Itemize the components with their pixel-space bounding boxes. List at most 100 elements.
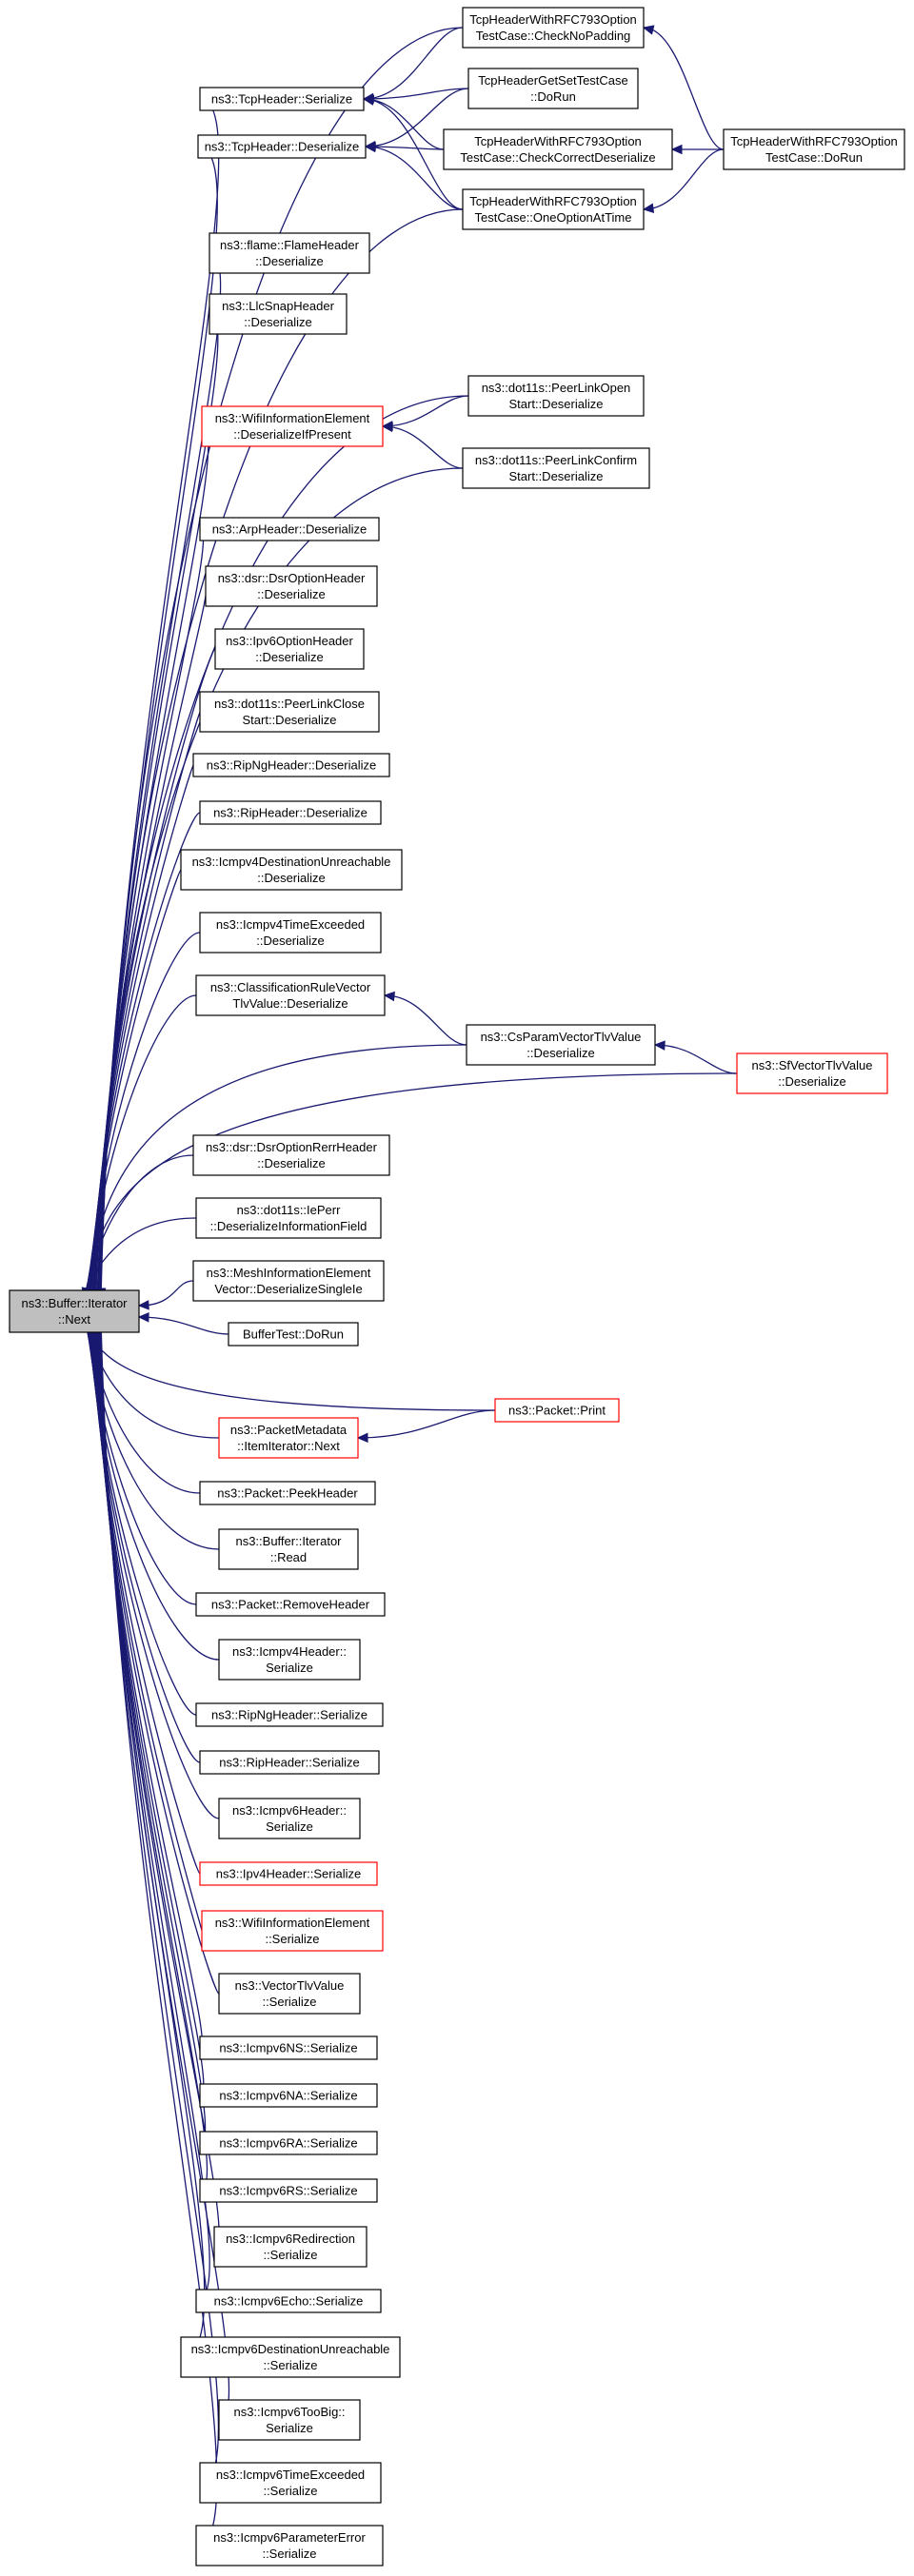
node-label: ns3::Packet::RemoveHeader xyxy=(211,1598,370,1612)
node-tcpheaderwithrfc793option-testcase-checkcorrectdeserialize[interactable]: TcpHeaderWithRFC793OptionTestCase::Check… xyxy=(443,128,673,170)
node-label: ::DeserializeIfPresent xyxy=(233,427,351,442)
node-ns3-llcsnapheader-deserialize[interactable]: ns3::LlcSnapHeader::Deserialize xyxy=(209,293,348,335)
node-ns3-icmpv4destinationunreachable-deserialize[interactable]: ns3::Icmpv4DestinationUnreachable::Deser… xyxy=(180,849,403,891)
node-box xyxy=(195,1197,382,1239)
node-ns3-dsr-dsroptionrerrheader-deserialize[interactable]: ns3::dsr::DsrOptionRerrHeader::Deseriali… xyxy=(192,1134,390,1176)
node-ns3-icmpv6redirection-serialize[interactable]: ns3::Icmpv6Redirection::Serialize xyxy=(213,2226,368,2268)
node-ns3-packetmetadata-itemiterator-next[interactable]: ns3::PacketMetadata::ItemIterator::Next xyxy=(218,1417,359,1459)
node-label: ns3::RipNgHeader::Serialize xyxy=(211,1708,368,1722)
node-ns3-buffer-iterator-read[interactable]: ns3::Buffer::Iterator::Read xyxy=(218,1528,359,1570)
node-tcpheaderwithrfc793option-testcase-oneoptionattime[interactable]: TcpHeaderWithRFC793OptionTestCase::OneOp… xyxy=(462,188,645,230)
node-ns3-icmpv4header-serialize[interactable]: ns3::Icmpv4Header::Serialize xyxy=(218,1639,361,1681)
node-ns3-dsr-dsroptionheader-deserialize[interactable]: ns3::dsr::DsrOptionHeader::Deserialize xyxy=(205,565,378,607)
node-ns3-wifiinformationelement-deserializeifpresent[interactable]: ns3::WifiInformationElement::Deserialize… xyxy=(201,405,384,447)
node-label: ns3::Icmpv4Header:: xyxy=(232,1644,347,1659)
node-ns3-ripngheader-deserialize[interactable]: ns3::RipNgHeader::Deserialize xyxy=(192,753,390,777)
node-box xyxy=(209,293,348,335)
node-ns3-flame-flameheader-deserialize[interactable]: ns3::flame::FlameHeader::Deserialize xyxy=(209,232,370,274)
node-ns3-dot11s-peerlinkclose-start-deserialize[interactable]: ns3::dot11s::PeerLinkCloseStart::Deseria… xyxy=(199,691,380,733)
node-label: ns3::dsr::DsrOptionHeader xyxy=(218,571,366,585)
node-box xyxy=(201,405,384,447)
node-label: ns3::RipHeader::Deserialize xyxy=(213,806,368,820)
node-label: ::Serialize xyxy=(263,2484,317,2498)
node-ns3-icmpv6parametererror-serialize[interactable]: ns3::Icmpv6ParameterError::Serialize xyxy=(195,2525,384,2566)
node-ns3-icmpv6ra-serialize[interactable]: ns3::Icmpv6RA::Serialize xyxy=(199,2131,378,2155)
node-ns3-dot11s-ieperr-deserializeinformationfield[interactable]: ns3::dot11s::IePerr::DeserializeInformat… xyxy=(195,1197,382,1239)
node-ns3-icmpv6toobig-serialize[interactable]: ns3::Icmpv6TooBig::Serialize xyxy=(218,2399,361,2441)
edge-rip_s-to-root xyxy=(88,1316,201,1763)
node-box xyxy=(218,1973,361,2015)
node-ns3-packet-print[interactable]: ns3::Packet::Print xyxy=(494,1398,620,1423)
node-ns3-icmpv6na-serialize[interactable]: ns3::Icmpv6NA::Serialize xyxy=(199,2083,378,2108)
edge-plclose-to-root xyxy=(90,711,201,1299)
node-tcpheaderwithrfc793option-testcase-checknopadding[interactable]: TcpHeaderWithRFC793OptionTestCase::Check… xyxy=(462,7,645,49)
node-label: ns3::Icmpv6DestinationUnreachable xyxy=(191,2342,390,2356)
node-label: TestCase::DoRun xyxy=(765,150,863,165)
node-ns3-csparamvectortlvvalue-deserialize[interactable]: ns3::CsParamVectorTlvValue::Deserialize xyxy=(466,1024,656,1066)
node-ns3-icmpv6timeexceeded-serialize[interactable]: ns3::Icmpv6TimeExceeded::Serialize xyxy=(199,2462,382,2504)
node-buffertest-dorun[interactable]: BufferTest::DoRun xyxy=(228,1322,359,1347)
node-ns3-icmpv6header-serialize[interactable]: ns3::Icmpv6Header::Serialize xyxy=(218,1798,361,1839)
node-box xyxy=(213,2226,368,2268)
node-label: ns3::Icmpv6NA::Serialize xyxy=(219,2089,357,2103)
node-ns3-wifiinformationelement-serialize[interactable]: ns3::WifiInformationElement::Serialize xyxy=(201,1910,384,1952)
node-box xyxy=(494,1398,620,1423)
edge-buftest-to-root xyxy=(138,1316,229,1335)
node-box xyxy=(199,1861,378,1886)
node-label: ::Serialize xyxy=(263,2248,317,2262)
node-label: Start::Deserialize xyxy=(509,469,604,483)
node-ns3-sfvectortlvvalue-deserialize[interactable]: ns3::SfVectorTlvValue::Deserialize xyxy=(736,1052,888,1094)
node-ns3-packet-removeheader[interactable]: ns3::Packet::RemoveHeader xyxy=(195,1592,386,1617)
edge-nopad-to-tcp_ser xyxy=(363,27,464,100)
node-tcpheadergetsettestcase-dorun[interactable]: TcpHeaderGetSetTestCase::DoRun xyxy=(467,68,639,109)
node-ns3-arpheader-deserialize[interactable]: ns3::ArpHeader::Deserialize xyxy=(199,517,380,541)
node-box xyxy=(9,1289,140,1333)
node-ns3-classificationrulevector-tlvvalue-deserialize[interactable]: ns3::ClassificationRuleVectorTlvValue::D… xyxy=(195,974,386,1016)
node-label: ns3::dot11s::PeerLinkClose xyxy=(214,697,365,711)
node-ns3-tcpheader-serialize[interactable]: ns3::TcpHeader::Serialize xyxy=(199,87,365,111)
node-ns3-icmpv6ns-serialize[interactable]: ns3::Icmpv6NS::Serialize xyxy=(199,2035,378,2060)
node-ns3-vectortlvvalue-serialize[interactable]: ns3::VectorTlvValue::Serialize xyxy=(218,1973,361,2015)
arrowhead xyxy=(642,25,655,35)
node-ns3-meshinformationelement-vector-deserializesingleie[interactable]: ns3::MeshInformationElementVector::Deser… xyxy=(192,1260,385,1302)
edge-ripng_s-to-root xyxy=(87,1316,197,1716)
node-label: Start::Deserialize xyxy=(243,713,337,727)
node-label: ns3::PacketMetadata xyxy=(230,1423,348,1437)
node-ns3-icmpv6echo-serialize[interactable]: ns3::Icmpv6Echo::Serialize xyxy=(195,2289,382,2313)
node-label: ns3::WifiInformationElement xyxy=(215,411,370,425)
node-ns3-packet-peekheader[interactable]: ns3::Packet::PeekHeader xyxy=(199,1481,376,1505)
node-box xyxy=(199,2083,378,2108)
node-label: ::Deserialize xyxy=(257,871,326,885)
node-label: ns3::VectorTlvValue xyxy=(235,1978,345,1993)
node-ns3-tcpheader-deserialize[interactable]: ns3::TcpHeader::Deserialize xyxy=(197,134,367,159)
node-ns3-ipv4header-serialize[interactable]: ns3::Ipv4Header::Serialize xyxy=(199,1861,378,1886)
node-ns3-dot11s-peerlinkconfirm-start-deserialize[interactable]: ns3::dot11s::PeerLinkConfirmStart::Deser… xyxy=(462,447,650,489)
edge-oneopt-to-root xyxy=(98,208,464,1299)
node-ns3-ripheader-deserialize[interactable]: ns3::RipHeader::Deserialize xyxy=(199,800,382,825)
node-label: Vector::DeserializeSingleIe xyxy=(214,1282,362,1296)
node-label: ns3::Icmpv6RS::Serialize xyxy=(219,2184,357,2198)
node-ns3-ripngheader-serialize[interactable]: ns3::RipNgHeader::Serialize xyxy=(195,1702,384,1727)
edge-cspv-to-crv xyxy=(384,994,467,1046)
node-box xyxy=(195,1702,384,1727)
node-ns3-dot11s-peerlinkopen-start-deserialize[interactable]: ns3::dot11s::PeerLinkOpenStart::Deserial… xyxy=(467,375,645,417)
node-ns3-icmpv6destinationunreachable-serialize[interactable]: ns3::Icmpv6DestinationUnreachable::Seria… xyxy=(180,2336,401,2378)
node-box xyxy=(199,691,380,733)
node-ns3-ripheader-serialize[interactable]: ns3::RipHeader::Serialize xyxy=(199,1750,380,1775)
node-ns3-icmpv6rs-serialize[interactable]: ns3::Icmpv6RS::Serialize xyxy=(199,2178,378,2203)
node-ns3-ipv6optionheader-deserialize[interactable]: ns3::Ipv6OptionHeader::Deserialize xyxy=(214,628,365,670)
node-ns3-buffer-iterator-next[interactable]: ns3::Buffer::Iterator::Next xyxy=(9,1289,140,1333)
node-label: ::DoRun xyxy=(530,89,576,104)
node-ns3-icmpv4timeexceeded-deserialize[interactable]: ns3::Icmpv4TimeExceeded::Deserialize xyxy=(199,912,382,954)
node-box xyxy=(192,753,390,777)
node-box xyxy=(218,1528,359,1570)
node-label: Serialize xyxy=(266,2421,313,2435)
node-label: ns3::Icmpv6Redirection xyxy=(226,2232,355,2246)
node-box xyxy=(443,128,673,170)
node-label: ns3::Buffer::Iterator xyxy=(21,1296,128,1310)
node-label: ::Deserialize xyxy=(244,315,312,329)
edge-corrdeser-to-tcp_ser xyxy=(363,98,445,150)
node-box xyxy=(218,1639,361,1681)
